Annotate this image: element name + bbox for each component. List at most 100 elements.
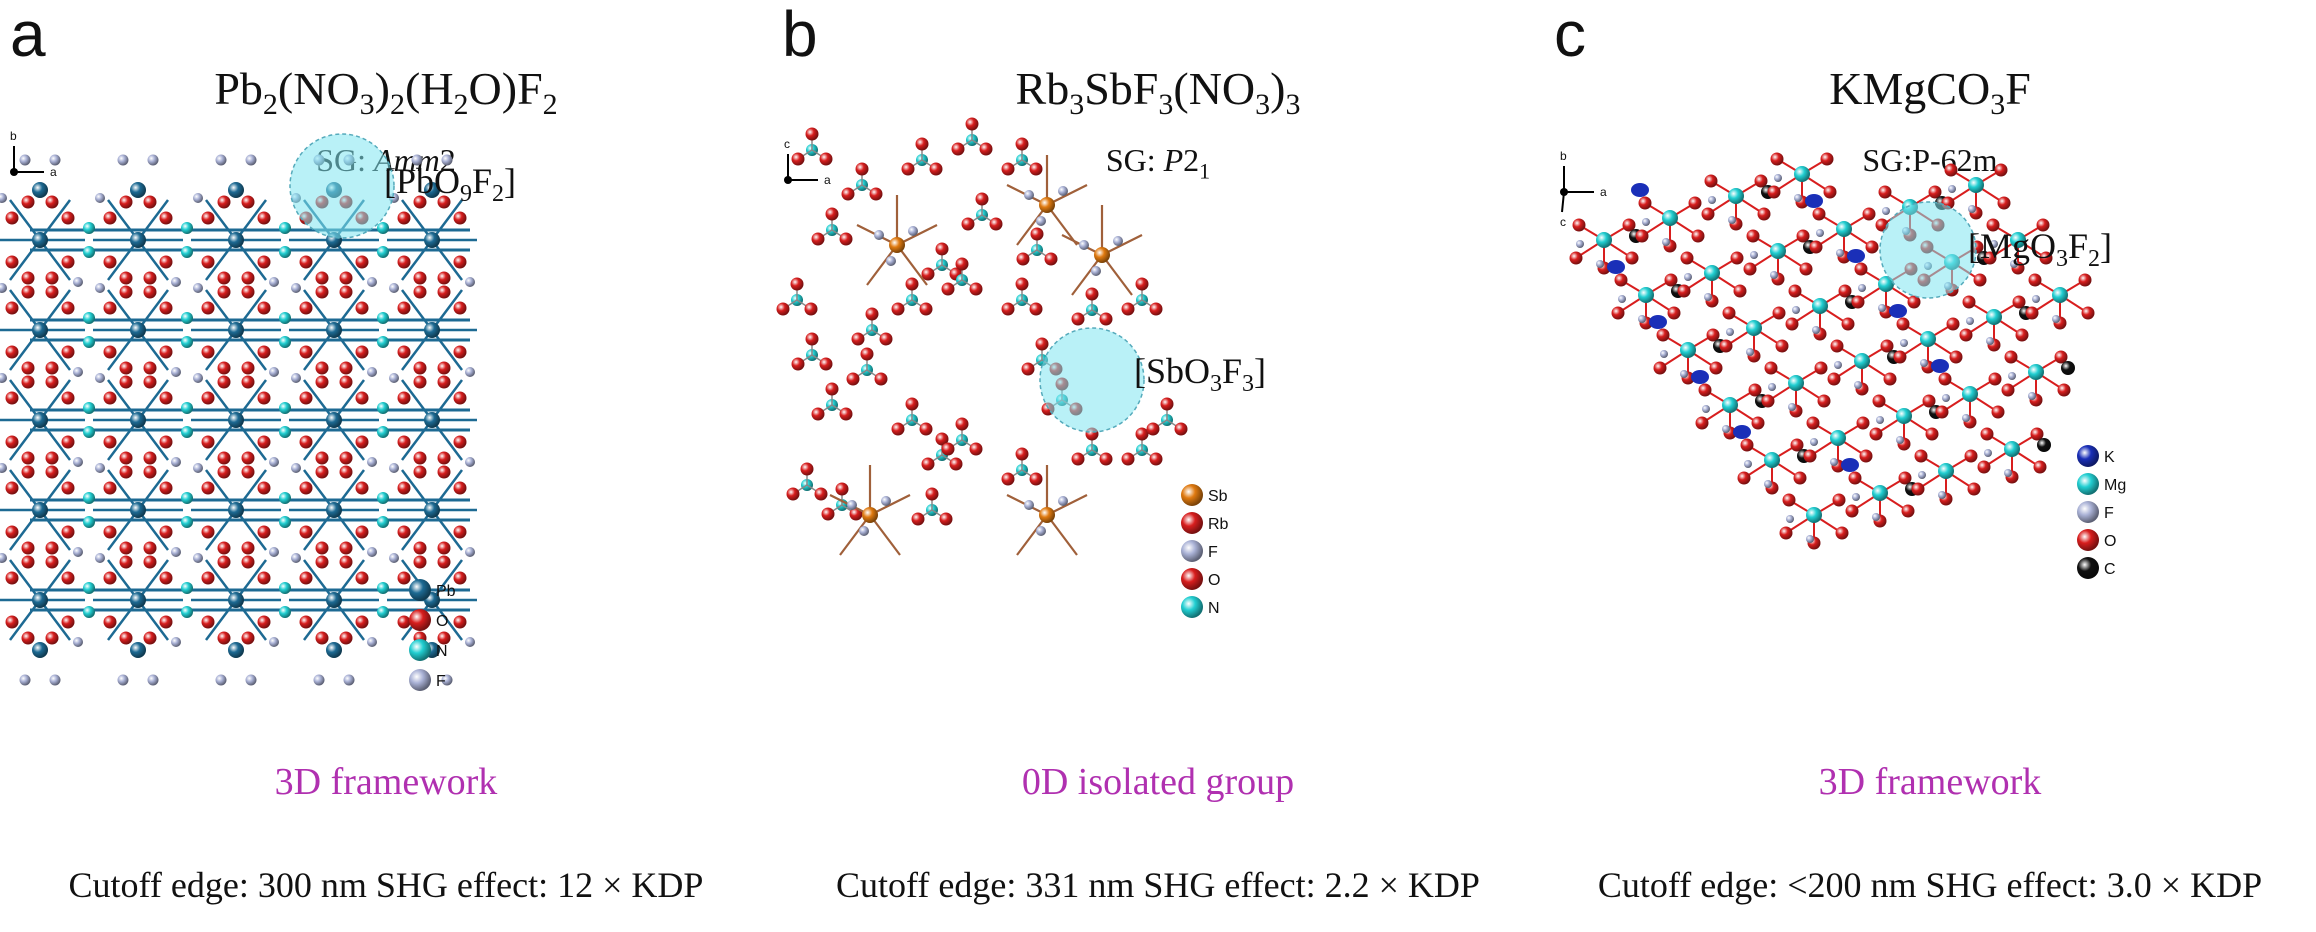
f-atom: [313, 674, 325, 686]
o-atom: [143, 271, 157, 285]
o-atom: [397, 525, 411, 539]
f-atom: [1836, 249, 1844, 257]
pb-atom: [32, 502, 48, 518]
f-atom: [193, 553, 203, 563]
o-atom: [1854, 262, 1868, 276]
n-atom: [279, 606, 291, 618]
o-atom: [1015, 137, 1029, 151]
o-atom: [1790, 438, 1804, 452]
o-atom: [1035, 337, 1049, 351]
o-atom: [299, 391, 313, 405]
f-atom: [874, 230, 884, 240]
bond: [401, 469, 433, 511]
bond: [39, 559, 71, 601]
o-atom: [1743, 262, 1757, 276]
o-atom: [1044, 252, 1058, 266]
o-atom: [143, 195, 157, 209]
o-atom: [1181, 568, 1203, 590]
o-atom: [201, 481, 215, 495]
o-atom: [103, 615, 117, 629]
o-atom: [339, 465, 353, 479]
o-atom: [825, 382, 839, 396]
o-atom: [453, 301, 467, 315]
o-atom: [103, 525, 117, 539]
o-atom: [217, 451, 231, 465]
o-atom: [339, 285, 353, 299]
f-atom: [117, 154, 129, 166]
f-atom: [193, 193, 203, 203]
o-atom: [21, 451, 35, 465]
o-atom: [1977, 460, 1991, 474]
k-atom: [1931, 359, 1949, 373]
legend-label-k: K: [2104, 449, 2115, 466]
f-atom: [73, 547, 83, 557]
o-atom: [21, 555, 35, 569]
o-atom: [103, 211, 117, 225]
f-atom: [411, 154, 423, 166]
n-atom: [83, 222, 95, 234]
o-atom: [217, 465, 231, 479]
o-atom: [1706, 328, 1720, 342]
o-atom: [143, 465, 157, 479]
o-atom: [45, 285, 59, 299]
o-atom: [45, 195, 59, 209]
o-atom: [1149, 452, 1163, 466]
o-atom: [961, 217, 975, 231]
o-atom: [2030, 427, 2044, 441]
o-atom: [217, 195, 231, 209]
k-atom: [1691, 370, 1709, 384]
o-atom: [119, 555, 133, 569]
o-atom: [790, 277, 804, 291]
o-atom: [839, 232, 853, 246]
mg-atom: [1638, 287, 1654, 303]
o-atom: [1737, 471, 1751, 485]
bond: [137, 469, 169, 511]
o-atom: [355, 345, 369, 359]
bond: [9, 469, 41, 511]
bond: [39, 469, 71, 511]
f-atom: [171, 277, 181, 287]
o-atom: [5, 571, 19, 585]
o-atom: [1664, 273, 1678, 287]
bond: [1046, 204, 1078, 246]
o-atom: [891, 302, 905, 316]
o-atom: [159, 301, 173, 315]
bond: [205, 599, 237, 641]
o-atom: [1001, 162, 1015, 176]
o-atom: [839, 407, 853, 421]
n-atom: [181, 222, 193, 234]
f-atom: [367, 547, 377, 557]
o-atom: [879, 332, 893, 346]
k-atom: [1889, 304, 1907, 318]
f-atom: [886, 256, 896, 266]
f-atom: [367, 457, 377, 467]
pb-atom: [424, 412, 440, 428]
o-atom: [45, 361, 59, 375]
f-atom: [859, 526, 869, 536]
o-atom: [1938, 372, 1952, 386]
o-atom: [437, 465, 451, 479]
bond: [303, 239, 335, 281]
o-atom: [804, 302, 818, 316]
o-atom: [1160, 397, 1174, 411]
f-atom: [1990, 240, 1998, 248]
o-atom: [397, 211, 411, 225]
o-atom: [2012, 295, 2026, 309]
bond: [9, 379, 41, 421]
o-atom: [5, 301, 19, 315]
o-atom: [241, 555, 255, 569]
o-atom: [241, 271, 255, 285]
o-atom: [437, 631, 451, 645]
legend-label-sb: Sb: [1208, 488, 1228, 505]
o-atom: [865, 307, 879, 321]
bond: [401, 419, 433, 461]
f-atom: [1882, 207, 1890, 215]
bond: [401, 199, 433, 241]
bond: [39, 239, 71, 281]
o-atom: [21, 541, 35, 555]
bond: [9, 289, 41, 331]
bond: [205, 469, 237, 511]
o-atom: [1748, 383, 1762, 397]
o-atom: [969, 282, 983, 296]
bond: [39, 329, 71, 371]
